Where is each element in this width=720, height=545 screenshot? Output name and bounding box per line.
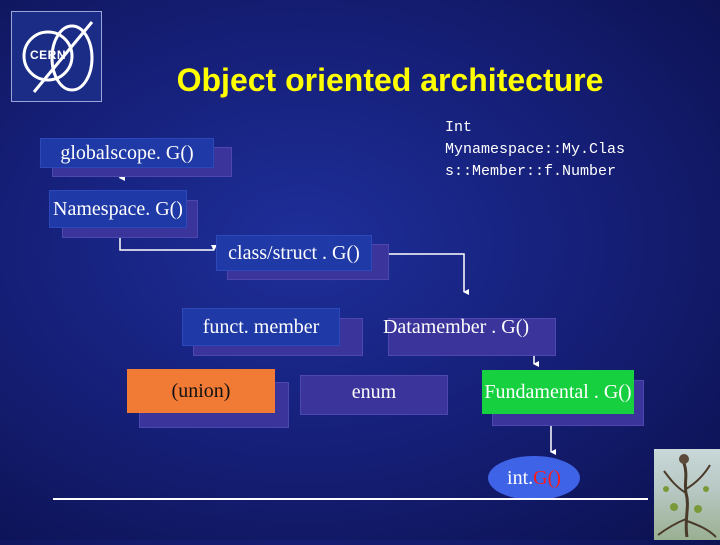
code-annotation: Int Mynamespace::My.Clas s::Member::f.Nu… [445,119,626,180]
class-struct-box: class/struct . G() [216,235,372,271]
namespace-box: Namespace. G() [49,190,187,228]
slide-title: Object oriented architecture [176,62,604,98]
union-box: (union) [127,369,275,413]
datamember-box-shadow [388,318,556,356]
enum-box-shadow [300,375,448,415]
globalscope-box: globalscope. G() [40,138,214,168]
int-node-prefix: int. [507,466,534,489]
datamember-box: Datamember . G() [382,315,530,338]
enum-box: enum [351,380,397,403]
tree-illustration [654,449,720,540]
tree-illustration-graphic [657,454,717,538]
arrow-class-to-datamember [372,253,469,295]
int-node: int.G() [488,456,580,500]
fundamental-box: Fundamental . G() [482,370,634,414]
funct-member-box: funct. member [182,308,340,346]
logo-text: CERN [29,48,66,62]
cern-logo-graphic [22,21,94,93]
cern-logo: CERN [11,11,102,102]
int-node-suffix: G() [533,466,561,489]
baseline-rule [53,498,648,500]
